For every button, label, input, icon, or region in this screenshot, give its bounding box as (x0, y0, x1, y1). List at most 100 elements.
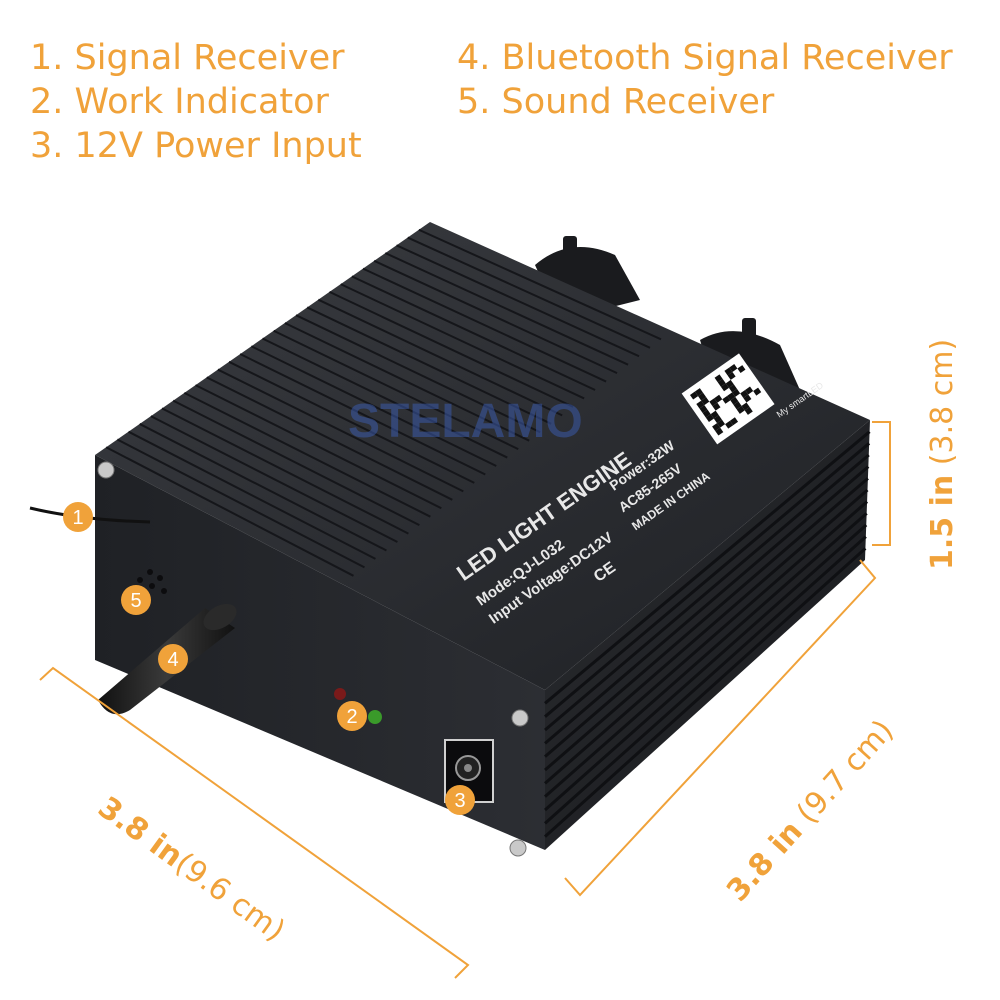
fin-groove (362, 267, 607, 383)
fin-groove (139, 423, 387, 552)
qr-cell (713, 415, 722, 424)
screws (97, 461, 529, 857)
side-fins (543, 430, 871, 838)
callout-number: 1 (72, 507, 83, 529)
height-dimension-line (872, 421, 891, 546)
fin-groove (340, 283, 585, 400)
qr-cell (740, 389, 749, 398)
qr-cell (717, 378, 726, 387)
qr-cell (732, 388, 741, 397)
qr-cell (720, 383, 729, 392)
qr-cell (714, 374, 723, 383)
side-fin-groove (543, 547, 867, 838)
fin-groove (273, 329, 519, 451)
device-side-face (545, 420, 870, 850)
qr-cell (724, 367, 733, 376)
fin-groove (351, 275, 596, 391)
qr-cell (725, 420, 734, 429)
callout-number: 2 (346, 706, 357, 728)
screw-icon (97, 461, 115, 479)
depth-dimension-line (564, 559, 877, 897)
callout-marker-4: 4 (158, 644, 188, 674)
fin-groove (206, 376, 453, 501)
qr-cell (730, 396, 739, 405)
qr-cell (690, 391, 699, 400)
callout-markers: 1 2 3 4 5 (63, 502, 475, 815)
width-dimension-line (39, 666, 470, 979)
fin-groove (239, 353, 486, 476)
dimension-lines (39, 421, 891, 979)
qr-cell (696, 400, 705, 409)
fin-groove (150, 415, 398, 543)
side-fin-groove (544, 453, 870, 732)
legend-item-power-input: 3. 12V Power Input (30, 126, 362, 166)
fin-groove (161, 407, 409, 535)
fin-groove (396, 244, 640, 358)
qr-cell (701, 397, 710, 406)
screw-icon (511, 709, 529, 727)
height-dimension-label: 1.5 in (3.8 cm) (925, 339, 960, 570)
qr-cell (712, 423, 721, 432)
side-fin-groove (544, 430, 871, 705)
fin-groove (250, 345, 497, 467)
fin-groove (228, 360, 475, 484)
fin-groove (217, 368, 464, 493)
side-fin-groove (544, 523, 868, 812)
callout-marker-5: 5 (121, 585, 151, 615)
qr-cell (733, 401, 742, 410)
side-fin-groove (544, 442, 871, 718)
green-led-icon (368, 710, 382, 724)
fin-groove (195, 384, 442, 510)
qr-cell (722, 395, 731, 404)
fin-groove (284, 322, 530, 442)
fin-groove (105, 446, 354, 577)
legend-item-bluetooth-receiver: 4. Bluetooth Signal Receiver (457, 38, 953, 78)
qr-cell (710, 410, 719, 419)
side-fin-groove (544, 488, 869, 772)
side-fin-groove (544, 465, 870, 745)
qr-cell (712, 402, 721, 411)
fin-groove (262, 337, 508, 459)
red-led-icon (334, 688, 346, 700)
fin-groove (306, 306, 552, 425)
fin-groove (172, 399, 420, 527)
qr-cell (745, 386, 754, 395)
callout-marker-3: 3 (445, 785, 475, 815)
qr-cell (715, 427, 724, 436)
qr-cell (727, 392, 736, 401)
fin-groove (407, 236, 651, 349)
callout-number: 4 (167, 649, 178, 671)
side-fin-groove (544, 477, 869, 758)
qr-cell (729, 417, 739, 426)
brand-watermark: STELAMO (348, 395, 583, 448)
legend-item-sound-receiver: 5. Sound Receiver (457, 82, 775, 122)
fin-groove (116, 438, 365, 569)
fin-groove (373, 259, 618, 375)
qr-cell (729, 364, 738, 372)
side-fin-groove (544, 512, 868, 798)
fin-groove (384, 252, 629, 366)
fin-groove (329, 290, 574, 408)
qr-cell (716, 419, 726, 428)
qr-cell (741, 402, 750, 411)
qr-cell (725, 379, 734, 388)
qr-cell (737, 365, 746, 374)
qr-cell (705, 414, 714, 423)
legend-left: 1. Signal Receiver 2. Work Indicator 3. … (30, 36, 362, 168)
sound-receiver-holes (137, 569, 167, 598)
qr-cell (744, 406, 753, 415)
fin-groove (183, 391, 431, 518)
callout-marker-2: 2 (337, 701, 367, 731)
side-fin-groove (544, 500, 869, 785)
side-fin-groove (544, 535, 867, 825)
height-value: 1.5 in (925, 474, 960, 570)
device-front-face (95, 455, 545, 850)
legend-item-work-indicator: 2. Work Indicator (30, 82, 329, 122)
callout-number: 5 (130, 590, 141, 612)
qr-cell (727, 371, 736, 380)
callout-marker-1: 1 (63, 502, 93, 532)
qr-cell (699, 405, 708, 414)
qr-cell (753, 387, 762, 396)
qr-cell (714, 394, 723, 403)
